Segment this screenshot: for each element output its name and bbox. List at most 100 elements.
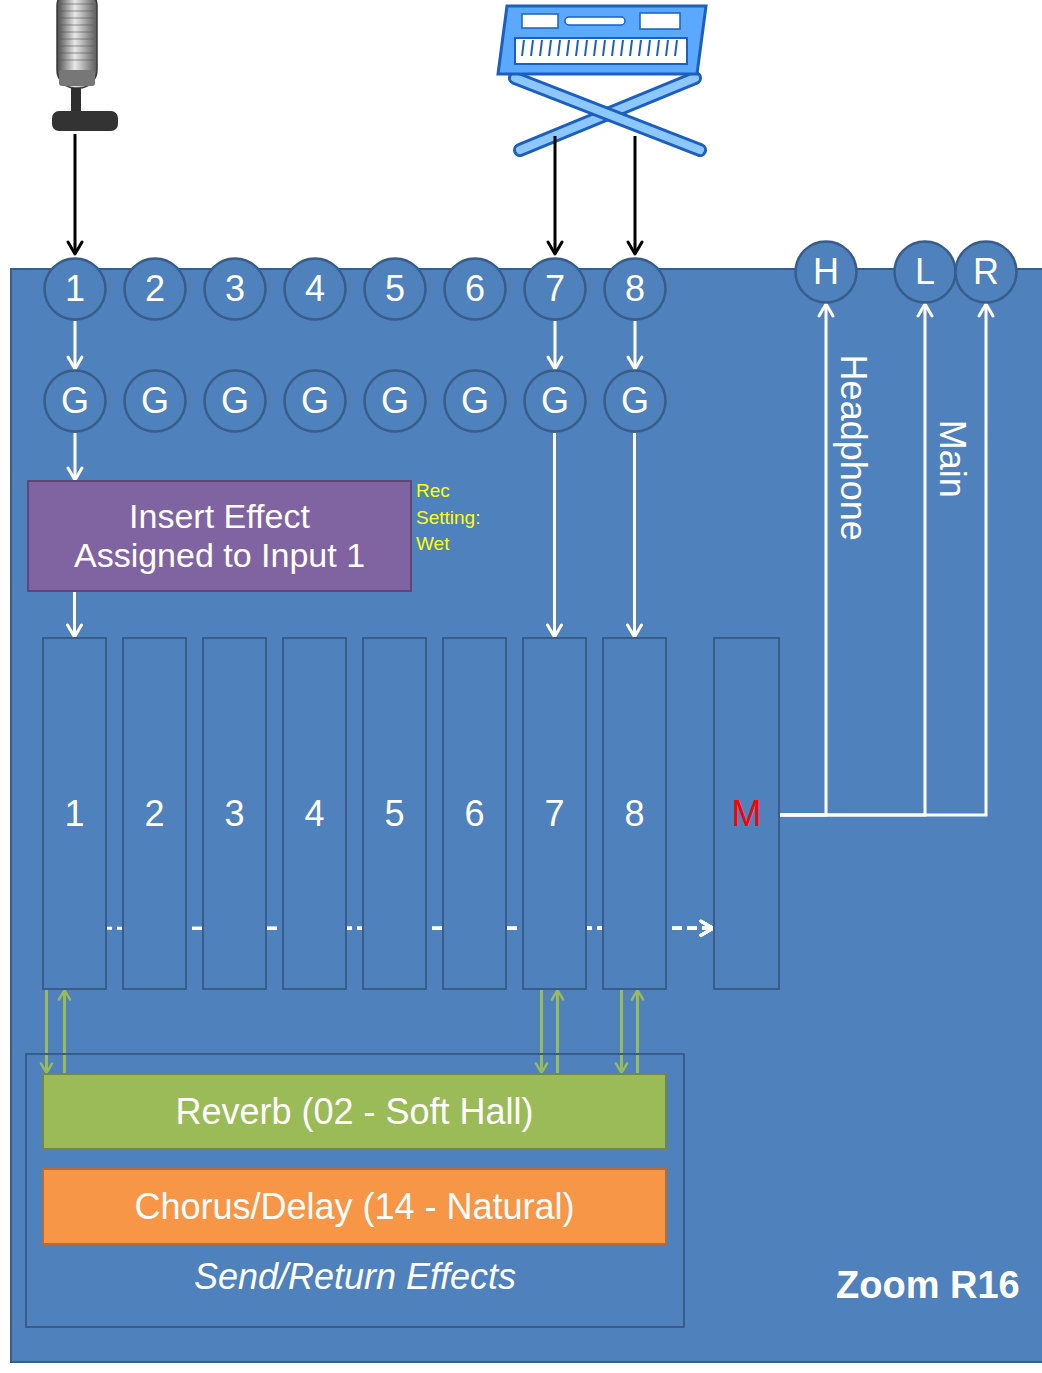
send-return-arrow — [63, 990, 66, 1073]
signal-arrow — [780, 304, 986, 815]
input-jack: 8 — [603, 257, 667, 321]
jack-letter: 2 — [145, 271, 165, 307]
gain-knob: G — [523, 369, 587, 433]
channel-strip: 7 — [522, 637, 587, 990]
jack-letter: G — [621, 383, 649, 419]
channel-number: 1 — [64, 793, 84, 834]
input-jack: 1 — [43, 257, 107, 321]
input-jack: 7 — [523, 257, 587, 321]
jack-letter: 3 — [225, 271, 245, 307]
input-jack: 4 — [283, 257, 347, 321]
circle-shape — [525, 259, 586, 320]
send-return-arrow — [556, 990, 559, 1073]
channel-strip: 2 — [122, 637, 187, 990]
circle-shape — [365, 371, 426, 432]
keyboard-icon — [498, 6, 706, 150]
jack-letter: G — [221, 383, 249, 419]
keyboard-keys — [515, 38, 687, 64]
input-jack: 3 — [203, 257, 267, 321]
keyboard-panel — [522, 14, 558, 28]
mic-grille — [60, 4, 94, 60]
circle-shape — [796, 242, 857, 303]
jack-letter: G — [541, 383, 569, 419]
jack-letter: G — [301, 383, 329, 419]
circle-shape — [205, 371, 266, 432]
mic-collar — [59, 70, 95, 86]
stand-leg — [515, 78, 700, 150]
input-cable — [554, 136, 557, 254]
gain-knob: G — [363, 369, 427, 433]
device-name: Zoom R16 — [836, 1264, 1020, 1308]
edge-label: Headphone — [832, 355, 873, 541]
jack-letter: L — [915, 254, 935, 290]
circle-shape — [895, 242, 956, 303]
signal-arrow — [780, 304, 826, 815]
send-return-arrow — [636, 990, 639, 1073]
mic-neck — [71, 88, 81, 112]
circle-shape — [45, 259, 106, 320]
gain-knob: G — [603, 369, 667, 433]
microphone-icon — [52, 0, 118, 131]
gain-knob: G — [123, 369, 187, 433]
signal-arrow — [74, 321, 77, 369]
send-return-arrow — [540, 990, 543, 1073]
jack-letter: 5 — [385, 271, 405, 307]
channel-number: 3 — [224, 793, 244, 834]
circle-shape — [445, 259, 506, 320]
circle-shape — [205, 259, 266, 320]
device-panel: Zoom R1612345678HLRGGGGGGGGInsert Effect… — [10, 268, 1042, 1363]
signal-arrow — [634, 321, 637, 369]
keyboard-body — [498, 6, 706, 74]
stand-leg — [515, 78, 700, 150]
channel-strip: 3 — [202, 637, 267, 990]
keyboard-panel — [565, 17, 625, 25]
circle-shape — [445, 371, 506, 432]
circle-shape — [605, 259, 666, 320]
source-illustration — [0, 0, 1042, 272]
signal-arrow — [780, 304, 925, 815]
input-jack: 2 — [123, 257, 187, 321]
circle-shape — [365, 259, 426, 320]
effect-title: Insert Effect Assigned to Input 1 — [65, 497, 375, 575]
channel-number: 8 — [624, 793, 644, 834]
channel-number: 7 — [544, 793, 564, 834]
jack-letter: H — [813, 254, 839, 290]
jack-letter: 4 — [305, 271, 325, 307]
circle-shape — [285, 371, 346, 432]
gain-knob: G — [203, 369, 267, 433]
output-jack: L — [893, 240, 957, 304]
signal-arrow — [554, 321, 557, 369]
channel-strip: 5 — [362, 637, 427, 990]
jack-letter: G — [381, 383, 409, 419]
mic-base — [52, 111, 118, 131]
jack-letter: 8 — [625, 271, 645, 307]
edge-label: Main — [931, 420, 972, 498]
circle-shape — [45, 371, 106, 432]
jack-letter: 1 — [65, 271, 85, 307]
signal-arrow — [553, 433, 556, 637]
channel-number: 2 — [144, 793, 164, 834]
effect-title: Reverb (02 - Soft Hall) — [175, 1091, 533, 1132]
send-return-panel: Send/Return EffectsReverb (02 - Soft Hal… — [25, 1053, 685, 1328]
channel-strip: 1 — [42, 637, 107, 990]
effect-title: Chorus/Delay (14 - Natural) — [134, 1186, 574, 1227]
circle-shape — [605, 371, 666, 432]
send-return-arrow — [620, 990, 623, 1073]
input-cable — [74, 134, 77, 254]
jack-letter: 6 — [465, 271, 485, 307]
jack-letter: G — [61, 383, 89, 419]
output-jack: R — [954, 240, 1018, 304]
channel-strip: 4 — [282, 637, 347, 990]
send-return-arrow — [45, 990, 48, 1073]
input-jack: 5 — [363, 257, 427, 321]
signal-arrow — [633, 433, 636, 637]
master-strip: M — [713, 637, 780, 990]
gain-knob: G — [443, 369, 507, 433]
jack-letter: G — [141, 383, 169, 419]
channel-number: 6 — [464, 793, 484, 834]
signal-arrow — [73, 592, 76, 637]
signal-arrow — [74, 433, 77, 480]
circle-shape — [285, 259, 346, 320]
circle-shape — [956, 242, 1017, 303]
mic-head — [57, 0, 97, 88]
